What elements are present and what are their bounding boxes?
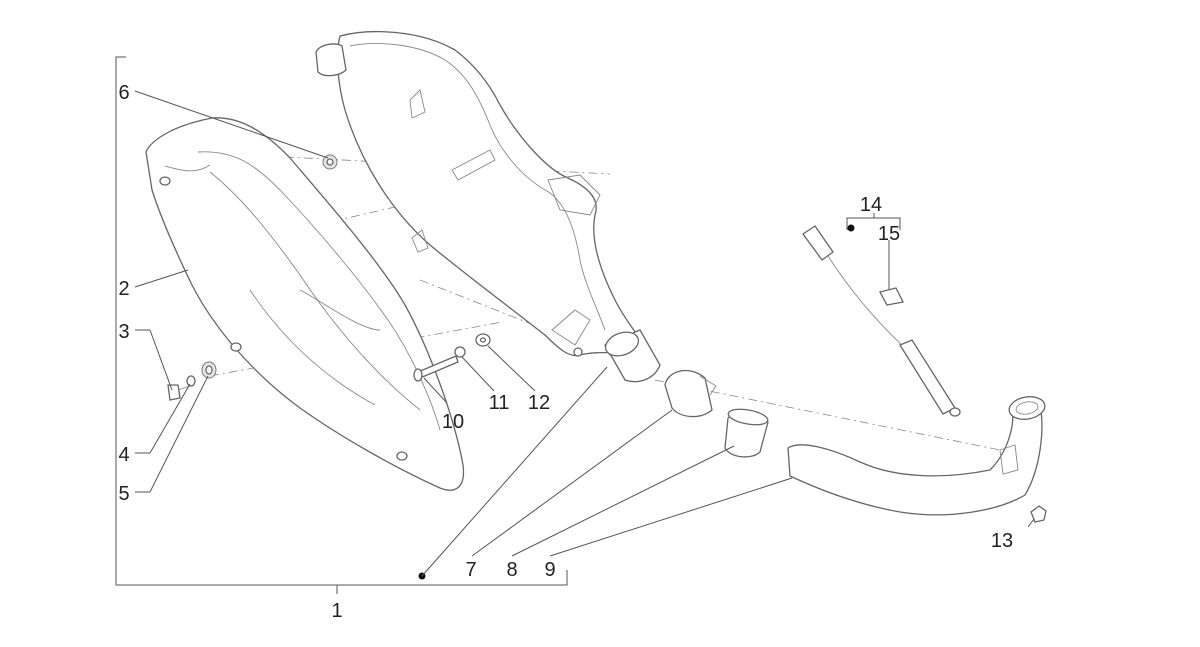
spring-washer-part-11	[454, 346, 466, 358]
callout-1: 1	[331, 600, 342, 622]
callout-3: 3	[118, 321, 129, 343]
callout-15: 15	[878, 223, 900, 245]
callout-14: 14	[860, 194, 882, 216]
leader-lines	[134, 90, 1035, 577]
callout-9: 9	[544, 559, 555, 581]
callout-4: 4	[118, 444, 129, 466]
sleeve-part-8	[724, 408, 769, 458]
callout-10: 10	[442, 411, 464, 433]
callout-13: 13	[991, 530, 1013, 552]
callout-2: 2	[118, 278, 129, 300]
heat-shield-part	[145, 117, 465, 491]
nut-part-13	[1030, 505, 1047, 523]
clip-part-15	[879, 287, 904, 306]
callout-5: 5	[118, 483, 129, 505]
bolt-part-10	[413, 355, 459, 382]
grommet-part-6	[322, 154, 338, 170]
assembly-bracket-14	[846, 213, 901, 232]
callout-6: 6	[118, 82, 129, 104]
callout-8: 8	[506, 559, 517, 581]
callout-labels: 1 2 3 4 5 6 7 8 9 10 11 12 13 14 15	[118, 82, 1013, 622]
callout-11: 11	[489, 392, 510, 414]
clamp-part-7	[664, 369, 717, 418]
callout-7: 7	[465, 559, 476, 581]
callout-12: 12	[528, 392, 550, 414]
muffler-body-part	[315, 30, 661, 383]
washer-part-4	[186, 375, 196, 387]
washer-part-12	[475, 333, 491, 347]
exhaust-pipe-part-9	[787, 396, 1046, 516]
grommet-part-5	[201, 361, 217, 379]
lambda-sensor-part-14	[802, 225, 961, 417]
